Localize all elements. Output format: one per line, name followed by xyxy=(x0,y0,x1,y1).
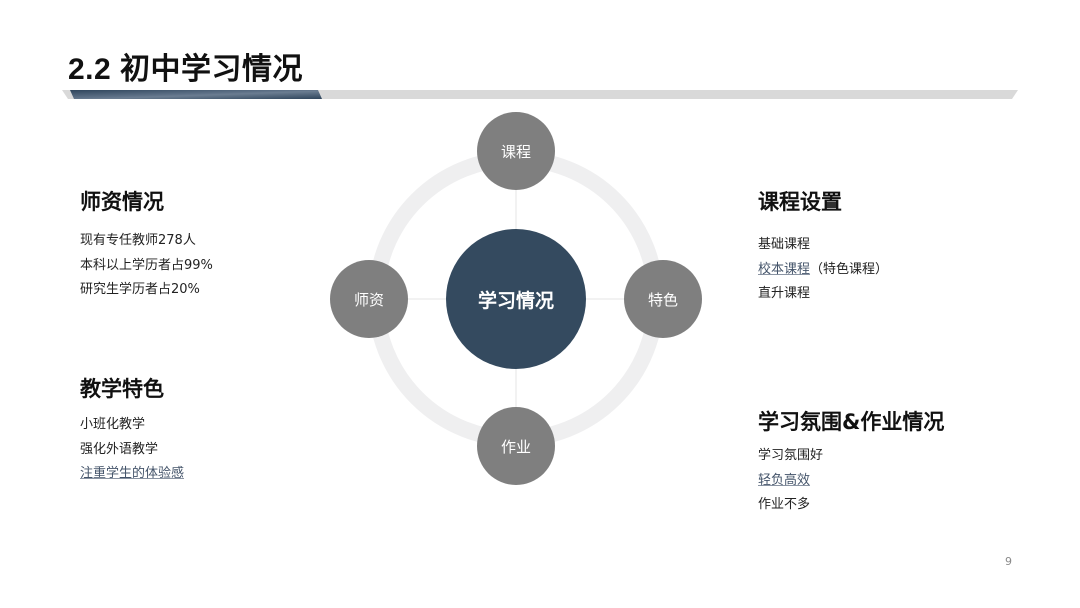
hyperlink-light-burden[interactable]: 轻负高效 xyxy=(758,472,811,488)
node-features: 特色 xyxy=(624,260,702,338)
list-item: 注重学生的体验感 xyxy=(80,462,184,487)
center-node-learning: 学习情况 xyxy=(446,229,586,369)
list-item: 现有专任教师278人 xyxy=(80,233,196,248)
list-item: 本科以上学历者占99% xyxy=(80,257,213,273)
list-item: 强化外语教学 xyxy=(80,441,159,457)
section-teaching-features: 教学特色 小班化教学 强化外语教学 注重学生的体验感 xyxy=(80,373,184,487)
list-item-note: （特色课程） xyxy=(810,261,889,277)
list-item: 作业不多 xyxy=(758,497,811,512)
hyperlink-school-curriculum[interactable]: 校本课程 xyxy=(758,261,811,277)
list-item: 学习氛围好 xyxy=(758,448,824,463)
section-heading: 师资情况 xyxy=(80,190,164,214)
list-item: 校本课程（特色课程） xyxy=(758,258,888,283)
section-heading: 课程设置 xyxy=(758,190,842,214)
title-divider-bar xyxy=(62,90,1018,99)
node-faculty: 师资 xyxy=(330,260,408,338)
hyperlink-student-experience[interactable]: 注重学生的体验感 xyxy=(80,466,185,481)
section-curriculum: 课程设置 基础课程 校本课程（特色课程） 直升课程 xyxy=(758,186,888,307)
node-label: 作业 xyxy=(500,437,531,456)
list-item: 基础课程 xyxy=(758,237,811,252)
slide-title: 2.2 初中学习情况 xyxy=(68,53,304,86)
node-curriculum: 课程 xyxy=(477,112,555,190)
section-faculty: 师资情况 现有专任教师278人 本科以上学历者占99% 研究生学历者占20% xyxy=(80,186,213,303)
list-item: 研究生学历者占20% xyxy=(80,282,200,297)
node-label: 师资 xyxy=(353,290,384,309)
node-label: 课程 xyxy=(500,142,531,161)
section-atmosphere-homework: 学习氛围&作业情况 学习氛围好 轻负高效 作业不多 xyxy=(758,406,944,518)
list-item: 轻负高效 xyxy=(758,469,944,494)
node-label: 特色 xyxy=(647,290,678,309)
node-homework: 作业 xyxy=(477,407,555,485)
center-node-label: 学习情况 xyxy=(477,289,554,312)
page-number: 9 xyxy=(1005,555,1012,568)
section-heading: 教学特色 xyxy=(80,377,164,401)
section-heading: 学习氛围&作业情况 xyxy=(758,410,945,434)
list-item: 小班化教学 xyxy=(80,417,146,432)
list-item: 直升课程 xyxy=(758,286,811,301)
